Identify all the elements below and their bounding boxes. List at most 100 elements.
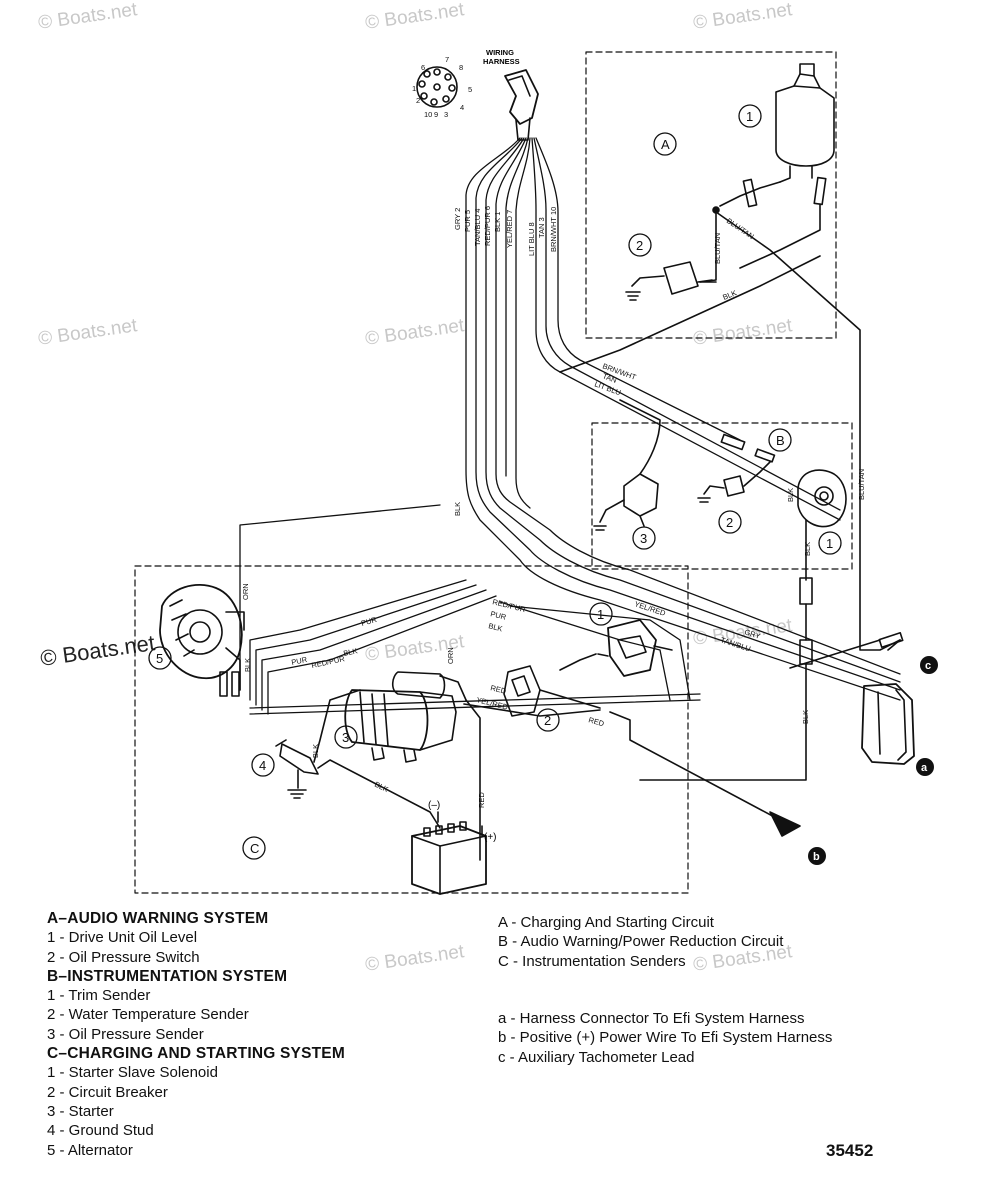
- wire-label-litblu8: LIT BLU 8: [527, 222, 536, 256]
- external-callouts: [808, 656, 938, 865]
- harness-wire-bundle: [465, 137, 901, 701]
- legend-item: C - Instrumentation Senders: [498, 952, 686, 970]
- harness-plug: [504, 69, 539, 141]
- callout-1: 1: [826, 536, 833, 551]
- bullet-connector: [754, 448, 776, 463]
- wire-label: BLK: [453, 502, 462, 516]
- legend-components: A–AUDIO WARNING SYSTEM 1 - Drive Unit Oi…: [47, 909, 345, 1160]
- wire-label: BLK: [786, 488, 795, 502]
- legend-item: 1 - Drive Unit Oil Level: [47, 929, 198, 947]
- pin-label: 10: [424, 110, 432, 119]
- bullet-connector: [799, 577, 813, 605]
- pin-label: 2: [416, 96, 420, 105]
- wire-label: YEL/RED: [633, 599, 667, 618]
- legend-item: 2 - Oil Pressure Switch: [47, 948, 200, 966]
- battery: [411, 811, 487, 895]
- legend-item: A - Charging And Starting Circuit: [498, 914, 714, 931]
- wire-label: BLK: [343, 646, 359, 658]
- callout-1: 1: [746, 109, 753, 124]
- system-box-b: [591, 422, 853, 570]
- bullet-connector: [219, 671, 228, 697]
- bullet-connector: [813, 176, 827, 206]
- wire-label: BLU/TAN: [725, 216, 756, 241]
- wire-label: PUR: [490, 609, 508, 622]
- pin-label: 5: [468, 85, 472, 94]
- battery-negative-label: (–): [428, 800, 440, 811]
- trim-sender: [797, 469, 847, 528]
- harness-title-2: HARNESS: [483, 57, 520, 66]
- oil-pressure-sender: [593, 473, 659, 531]
- figure-number: 35452: [826, 1141, 874, 1160]
- harness-main-run: [239, 504, 701, 715]
- wire-label: BLK: [801, 710, 810, 724]
- pin-label: 8: [459, 63, 463, 72]
- legend-item: 1 - Trim Sender: [47, 987, 151, 1005]
- oil-level-reservoir: [775, 63, 835, 183]
- wire-label: BLK: [243, 658, 252, 672]
- callout-a: a: [921, 762, 928, 774]
- callout-2: 2: [544, 713, 551, 728]
- alternator: [159, 584, 245, 691]
- arrow-b: [769, 811, 801, 837]
- bullet-connector: [742, 178, 758, 208]
- legend-connections: a - Harness Connector To Efi System Harn…: [498, 1009, 832, 1067]
- callout-2: 2: [636, 238, 643, 253]
- wire-label: ORN: [446, 647, 455, 664]
- legend-item: 5 - Alternator: [47, 1141, 133, 1159]
- system-box-a: [585, 51, 837, 339]
- bullet-connector: [799, 639, 813, 665]
- callout-box-c: C: [250, 841, 259, 856]
- legend-heading: C–CHARGING AND STARTING SYSTEM: [47, 1045, 345, 1063]
- wire-label: BLK: [311, 744, 320, 758]
- circuit-breaker: [503, 665, 601, 717]
- wire-label: RED: [477, 792, 486, 808]
- red-power-wire: [609, 711, 781, 821]
- callout-c: c: [925, 660, 931, 672]
- wire-label-tanblu4: TAN/BLU 4: [473, 209, 482, 246]
- oil-pressure-switch: [625, 261, 713, 301]
- callout-2: 2: [726, 515, 733, 530]
- wire-label-redpur6: RED/PUR 6: [483, 206, 492, 246]
- tach-lead: [789, 639, 881, 669]
- wire-label: BLK: [488, 621, 504, 633]
- callout-5: 5: [156, 651, 163, 666]
- wire-label-yelred7: YEL/RED 7: [505, 210, 514, 248]
- wire-label: ORN: [241, 583, 250, 600]
- legend-item: 2 - Water Temperature Sender: [47, 1006, 249, 1024]
- legend-item: 2 - Circuit Breaker: [47, 1083, 168, 1101]
- callout-box-b: B: [776, 433, 785, 448]
- blk-lead-b: [639, 663, 807, 781]
- system-box-c: [134, 565, 689, 894]
- callout-3: 3: [342, 730, 349, 745]
- wire-label: YEL/RED: [476, 695, 510, 712]
- bullet-connector: [231, 671, 240, 697]
- pin-label: 3: [444, 110, 448, 119]
- starter-slave-solenoid: [597, 619, 673, 677]
- wiring-diagram: WIRING HARNESS 1 2 3 4 5 6 7 8 9 10 GRY …: [134, 48, 938, 895]
- callout-4: 4: [259, 758, 266, 773]
- wire-label: BLU/TAN: [713, 233, 722, 264]
- pin-label: 1: [412, 84, 416, 93]
- oil-level-lead: [719, 181, 781, 207]
- legend-item: 3 - Starter: [47, 1102, 114, 1120]
- callout-box-a: A: [661, 137, 670, 152]
- starter-motor: [344, 671, 467, 763]
- legend-item: B - Audio Warning/Power Reduction Circui…: [498, 933, 784, 951]
- blu-tan-lead: [715, 211, 901, 651]
- legend-item: 3 - Oil Pressure Sender: [47, 1025, 204, 1043]
- bullet-connector: [878, 631, 904, 649]
- harness-pin-diagram: [416, 66, 458, 108]
- pin-label: 4: [460, 103, 464, 112]
- legend-item: 1 - Starter Slave Solenoid: [47, 1064, 218, 1082]
- wire-label: TAN/BLU: [719, 635, 751, 653]
- harness-title-1: WIRING: [486, 48, 514, 57]
- callout-b: b: [813, 851, 820, 863]
- wire-label: PUR: [291, 655, 309, 667]
- wire-label: BLU/TAN: [857, 469, 866, 500]
- wire-label-tan3: TAN 3: [537, 217, 546, 238]
- wire-label-blk1: BLK 1: [493, 212, 502, 232]
- blk-lead-a: [559, 255, 821, 373]
- legend-item: a - Harness Connector To Efi System Harn…: [498, 1010, 805, 1027]
- legend-item: 4 - Ground Stud: [47, 1122, 154, 1140]
